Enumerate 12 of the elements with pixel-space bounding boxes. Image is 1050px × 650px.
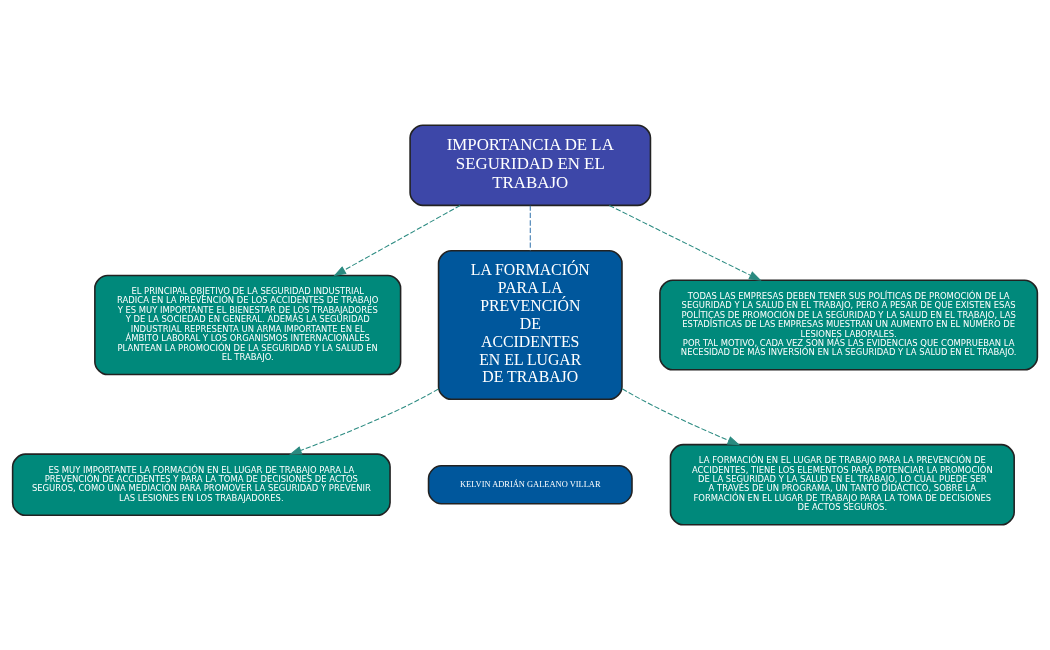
node-box: IMPORTANCIA DE LA SEGURIDAD EN EL TRABAJO [409,124,652,207]
arrow [621,388,741,446]
node-box: ES MUY IMPORTANTE LA FORMACIÓN EN EL LUGAR DE TRABAJO PARA LA PREVENCIÓN DE ACCIDENTES Y PARA LA TOMA DE DECISIONES DE ACTOS SEGUROS, COMO UNA MEDIACIÓN PARA PROMOVER LA SEGURIDAD Y PREVENIR LAS LESIONES EN LOS TRABAJADORES. [11,453,391,517]
node-box: LA FORMACIÓN PARA LA PREVENCIÓN DE ACCIDENTES EN EL LUGAR DE TRABAJO [437,249,623,401]
arrow [608,204,762,281]
node-box: KELVIN ADRIÁN GALEANO VILLAR [427,464,633,505]
node-box: TODAS LAS EMPRESAS DEBEN TENER SUS POLÍTICAS DE PROMOCIÓN DE LA SEGURIDAD Y LA SALUD EN EL TRABAJO, PERO A PESAR DE QUE EXISTEN ESAS POLÍTICAS DE PROMOCIÓN DE LA SEGURIDAD Y LA SALUD EN EL TRABAJO, LAS ESTADÍSTICAS DE LAS EMPRESAS MUESTRAN UN AUMENTO EN EL NÚMERO DE LESIONES LABORALES. POR TAL MOTIVO, CADA VEZ SON MÁS LAS EVIDENCIAS QUE COMPRUEBAN LA NECESIDAD DE MÁS INVERSIÓN EN LA SEGURIDAD Y LA SALUD EN EL TRABAJO. [659,279,1039,371]
arrow [333,204,461,277]
arrow [289,388,439,455]
connector [529,205,531,251]
node-box: LA FORMACIÓN EN EL LUGAR DE TRABAJO PARA LA PREVENCIÓN DE ACCIDENTES, TIENE LOS ELEMENTOS PARA POTENCIAR LA PROMOCIÓN DE LA SEGURIDAD Y LA SALUD EN EL TRABAJO, LO CUAL PUEDE SER A TRAVÉS DE UN PROGRAMA, UN TANTO DIDÁCTICO, SOBRE LA FORMACIÓN EN EL LUGAR DE TRABAJO PARA LA TOMA DE DECISIONES DE ACTOS SEGUROS. [669,443,1015,526]
node-box: EL PRINCIPAL OBJETIVO DE LA SEGURIDAD INDUSTRIAL RADICA EN LA PREVENCIÓN DE LOS ACCIDENTES DE TRABAJO Y ES MUY IMPORTANTE EL BIENESTAR DE LOS TRABAJADORES Y DE LA SOCIEDAD EN GENERAL. ADEMÁS LA SEGURIDAD INDUSTRIAL REPRESENTA UN ARMA IMPORTANTE EN EL ÁMBITO LABORAL Y LOS ORGANISMOS INTERNACIONALES PLANTEAN LA PROMOCIÓN DE LA SEGURIDAD Y LA SALUD EN EL TRABAJO. [94,274,402,376]
